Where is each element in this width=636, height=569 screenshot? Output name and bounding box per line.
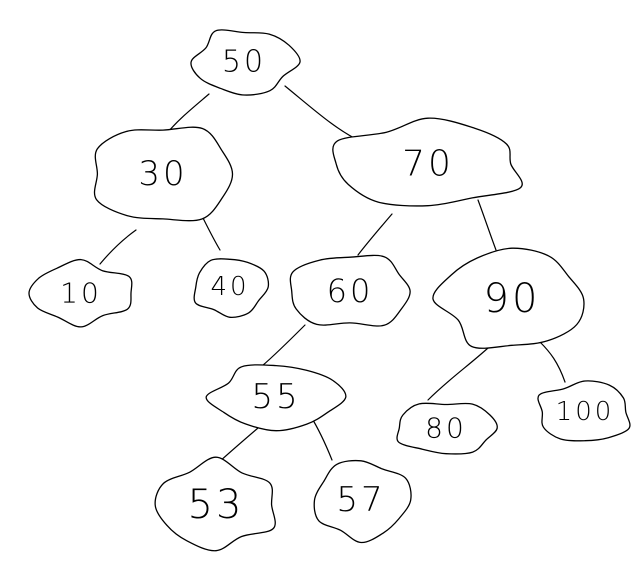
tree-node-90: 90	[432, 247, 585, 349]
node-label: 55	[251, 377, 300, 417]
node-outline	[193, 258, 270, 319]
edge-n50-n30	[167, 93, 210, 133]
node-outline	[332, 117, 523, 207]
tree-node-53: 53	[154, 456, 276, 552]
tree-node-40: 40	[193, 258, 270, 319]
node-label: 53	[188, 482, 245, 528]
edge-n30-n10	[99, 229, 137, 265]
node-label: 60	[327, 272, 374, 310]
node-outline	[154, 456, 276, 552]
node-outline	[313, 459, 412, 544]
node-label: 70	[402, 144, 454, 185]
edge-n60-n55	[261, 324, 306, 367]
edge-n90-n80	[427, 347, 489, 401]
edge-n30-n40	[202, 217, 221, 251]
tree-node-10: 10	[28, 258, 133, 328]
node-outline	[432, 247, 585, 349]
node-label: 40	[210, 272, 249, 302]
tree-node-70: 70	[332, 117, 523, 207]
node-label: 100	[556, 397, 615, 427]
node-label: 80	[425, 412, 467, 445]
tree-node-80: 80	[396, 402, 498, 455]
node-outline	[537, 380, 631, 442]
node-label: 50	[222, 45, 266, 80]
edge-n55-n53	[217, 427, 259, 464]
tree-node-55: 55	[205, 364, 347, 432]
node-label: 57	[336, 480, 385, 520]
edge-n90-n100	[539, 341, 566, 383]
node-label: 10	[60, 277, 102, 310]
edge-n70-n60	[357, 213, 393, 256]
edge-n50-n70	[284, 85, 363, 143]
node-outline	[28, 258, 133, 328]
edge-n70-n90	[477, 199, 497, 251]
node-outline	[396, 402, 498, 455]
node-outline	[205, 364, 347, 432]
node-outline	[190, 29, 301, 96]
node-label: 30	[138, 154, 187, 194]
tree-node-57: 57	[313, 459, 412, 544]
node-outline	[289, 254, 411, 327]
node-label: 90	[484, 276, 541, 322]
tree-node-100: 100	[537, 380, 631, 442]
tree-node-30: 30	[93, 126, 234, 222]
node-outline	[93, 126, 234, 222]
tree-node-60: 60	[289, 254, 411, 327]
tree-node-50: 50	[190, 29, 301, 96]
tree-nodes: 50 30 70 10 40 60 90 55 80 100 53 57	[28, 29, 631, 552]
